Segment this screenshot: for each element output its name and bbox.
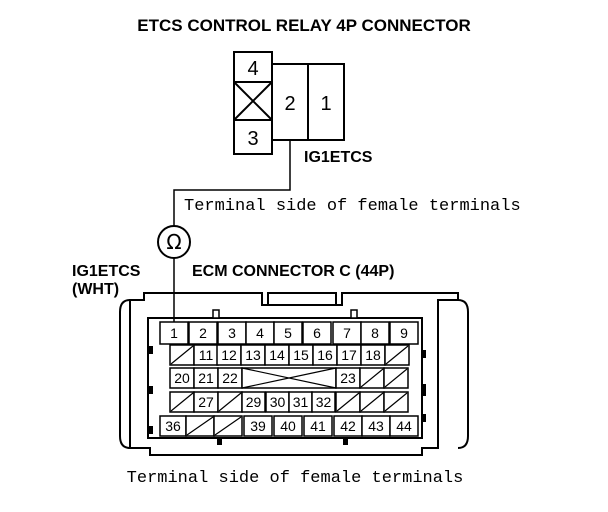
ecm-pin-label: 12 xyxy=(221,347,237,363)
ecm-pin-label: 4 xyxy=(256,325,264,341)
ecm-blank-slash xyxy=(186,416,214,436)
ecm-pin-cell xyxy=(273,321,303,345)
ecm-pin-cell xyxy=(303,415,333,437)
ecm-blank-slash xyxy=(384,392,408,412)
ecm-pin-label: 30 xyxy=(270,394,286,410)
ecm-pin-label: 18 xyxy=(365,347,381,363)
ecm-pin-label: 43 xyxy=(368,418,384,434)
relay-pin-4: 4 xyxy=(247,58,258,80)
ecm-pin-label: 27 xyxy=(198,394,214,410)
ecm-blank-slash xyxy=(360,392,384,412)
ecm-pin-label: 13 xyxy=(245,347,261,363)
ecm-pin-cell xyxy=(360,321,390,345)
ecm-wire-color: (WHT) xyxy=(72,281,119,298)
ecm-key-notch-left xyxy=(212,309,220,319)
ohmmeter-icon: Ω xyxy=(157,225,191,259)
ecm-blank-slash xyxy=(384,368,408,388)
ecm-pin-label: 1 xyxy=(170,325,178,341)
ecm-pin-label: 15 xyxy=(293,347,309,363)
ecm-pin-label: 32 xyxy=(316,394,332,410)
ecm-pin-cell xyxy=(273,415,303,437)
ecm-pin-label: 2 xyxy=(199,325,207,341)
relay-connector xyxy=(233,51,345,155)
ecm-blank-slash xyxy=(214,416,242,436)
ecm-pin-label: 21 xyxy=(198,370,214,386)
ecm-pin-label: 20 xyxy=(174,370,190,386)
ohm-symbol: Ω xyxy=(166,230,181,254)
relay-pin-3: 3 xyxy=(247,128,258,150)
probe-wire-relay xyxy=(173,140,291,226)
ecm-key-notch-right xyxy=(350,309,358,319)
ecm-pin-label: 40 xyxy=(280,418,296,434)
ecm-pin-label: 7 xyxy=(343,325,351,341)
ecm-connector-title: ECM CONNECTOR C (44P) xyxy=(192,263,394,280)
ecm-pin-cell xyxy=(389,415,419,437)
ecm-pin-label: 23 xyxy=(340,370,356,386)
ecm-pin-cell xyxy=(389,321,419,345)
ecm-pin-label: 39 xyxy=(250,418,266,434)
ecm-blank-slash xyxy=(385,345,409,365)
relay-pin-1: 1 xyxy=(320,93,331,115)
relay-wire-label: IG1ETCS xyxy=(304,149,373,166)
ecm-pin-label: 9 xyxy=(400,325,408,341)
ecm-pin-cell xyxy=(243,415,273,437)
ecm-pin-label: 31 xyxy=(293,394,309,410)
ecm-blank-slash xyxy=(336,392,360,412)
ecm-pin-label: 17 xyxy=(341,347,357,363)
relay-blank-cross-b xyxy=(233,81,273,121)
ecm-blank-slash xyxy=(218,392,242,412)
ecm-pin-label: 14 xyxy=(269,347,285,363)
ecm-blank-slash xyxy=(170,345,194,365)
ecm-blank-slash xyxy=(360,368,384,388)
ecm-pin-cell xyxy=(302,321,332,345)
ecm-pin-label: 42 xyxy=(340,418,356,434)
relay-pin-2: 2 xyxy=(284,93,295,115)
ecm-pin-label: 44 xyxy=(396,418,412,434)
ecm-pin-label: 8 xyxy=(371,325,379,341)
ecm-pin-cell xyxy=(311,391,336,413)
ecm-pin-cell xyxy=(241,391,266,413)
ecm-wire-label: IG1ETCS xyxy=(72,263,141,280)
ecm-pin-label: 29 xyxy=(246,394,262,410)
ecm-pin-cell xyxy=(159,321,189,345)
ecm-pin-label: 5 xyxy=(284,325,292,341)
ecm-pin-label: 11 xyxy=(199,347,214,363)
ecm-terminal-note: Terminal side of female terminals xyxy=(127,469,464,488)
ecm-connector-shell xyxy=(119,292,469,456)
ecm-pin-label: 41 xyxy=(310,418,326,434)
ecm-pin-label: 3 xyxy=(228,325,236,341)
ecm-pin-label: 16 xyxy=(317,347,333,363)
relay-terminal-note: Terminal side of female terminals xyxy=(184,197,521,216)
ecm-pin-label: 36 xyxy=(165,418,181,434)
ecm-x-line-b xyxy=(241,367,337,389)
ecm-pin-label: 22 xyxy=(222,370,238,386)
ecm-pin-label: 6 xyxy=(313,325,321,341)
ecm-locator-marks xyxy=(148,346,426,445)
ecm-blank-slash xyxy=(170,392,194,412)
ecm-pin-cell xyxy=(188,321,218,345)
relay-connector-title: ETCS CONTROL RELAY 4P CONNECTOR xyxy=(137,16,470,35)
